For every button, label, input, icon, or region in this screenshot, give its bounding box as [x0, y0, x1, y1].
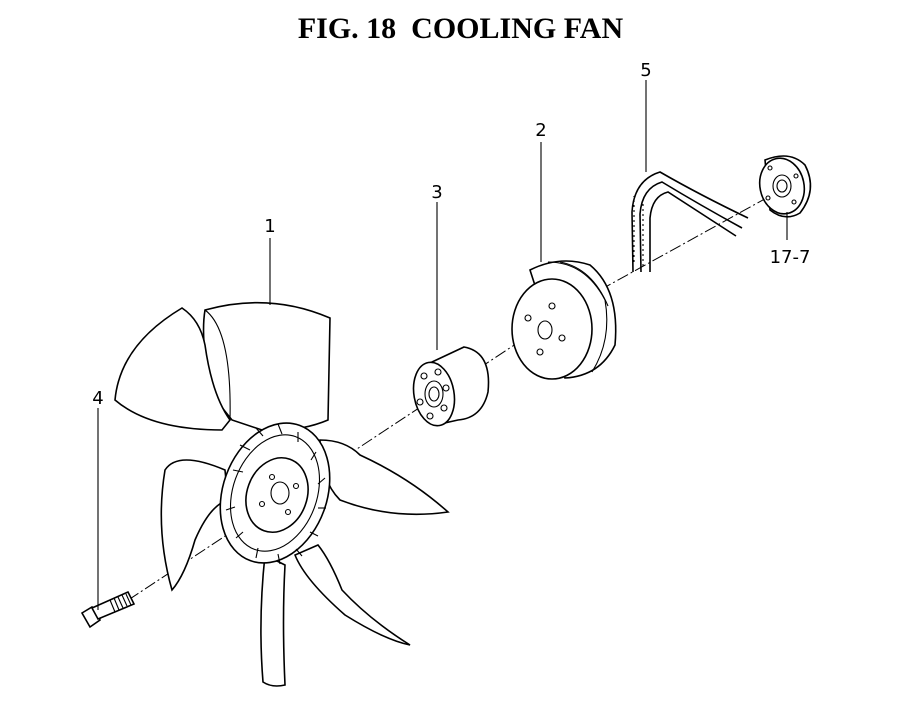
spacer[interactable]	[409, 346, 490, 429]
callout-spacer: 3	[431, 182, 442, 203]
v-belt[interactable]	[631, 171, 749, 273]
page-title: FIG. 18 COOLING FAN	[297, 12, 624, 45]
pulley[interactable]	[511, 260, 617, 380]
callout-fan: 1	[264, 216, 275, 237]
callout-belt: 5	[640, 60, 651, 81]
callout-bolt: 4	[92, 388, 103, 409]
fan-assembly[interactable]	[114, 301, 450, 687]
water-pump-flange[interactable]	[755, 154, 812, 218]
callout-pulley: 2	[535, 120, 546, 141]
callout-water-pump-flange: 17-7	[770, 247, 811, 268]
bolt[interactable]	[80, 590, 136, 629]
leader-lines	[97, 80, 788, 610]
